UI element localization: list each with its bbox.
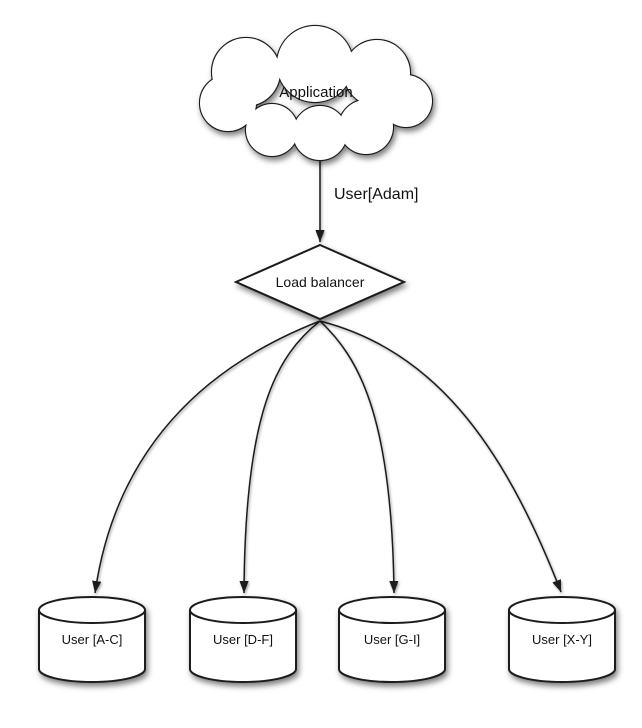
edge-lb-to-shard-df: [239, 320, 321, 594]
cloud-fill: [200, 26, 432, 160]
shard-cylinder-ac: [38, 596, 146, 683]
edge-lb-to-shard-ac: [92, 320, 321, 594]
shard-cylinder-gi: [338, 596, 446, 683]
application-cloud-node: [198, 24, 434, 162]
shard-cylinder-df: [189, 596, 297, 683]
shard-cylinder-xy: [508, 596, 616, 683]
edge-lb-to-shard-xy: [319, 320, 562, 593]
edge-group: [92, 157, 562, 594]
cylinder-body: [508, 610, 616, 683]
edge-lb-to-shard-gi: [319, 320, 399, 594]
cylinder-top: [508, 596, 616, 624]
load-balancer-diamond: [233, 243, 407, 321]
cylinder-top: [189, 596, 297, 624]
cylinder-body: [38, 610, 146, 683]
cylinder-body: [338, 610, 446, 683]
cylinder-body: [189, 610, 297, 683]
cylinder-top: [38, 596, 146, 624]
cylinder-top: [338, 596, 446, 624]
